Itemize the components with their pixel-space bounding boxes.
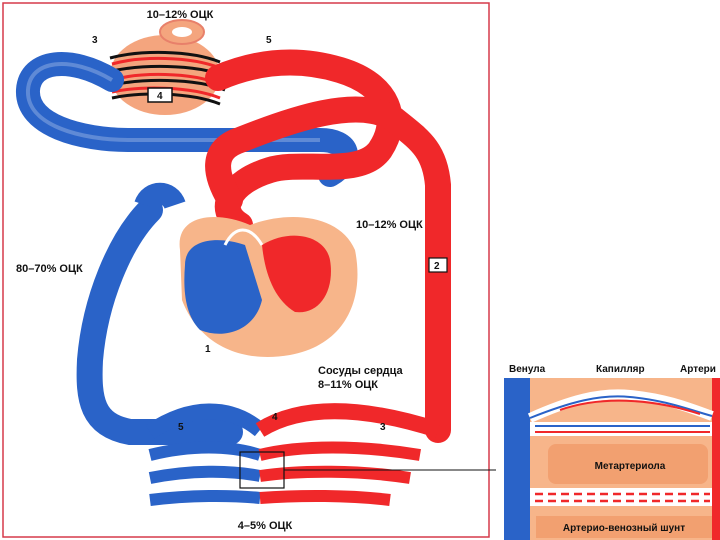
inset-capillary-label: Капилляр bbox=[596, 364, 645, 375]
left-percent-label: 80–70% ОЦК bbox=[16, 263, 83, 275]
bottom-percent-label: 4–5% ОЦК bbox=[238, 520, 293, 532]
top-percent-label: 10–12% ОЦК bbox=[147, 9, 214, 21]
num-3-top: 3 bbox=[92, 35, 98, 46]
vena-cava-top bbox=[145, 194, 175, 205]
arterial-capillary bbox=[260, 411, 438, 430]
microcirculation-inset: Венула Капилляр Артери Метартериола Арте… bbox=[496, 354, 720, 540]
venous-capillary bbox=[150, 448, 260, 456]
arterial-capillary bbox=[260, 472, 410, 478]
num-5-top: 5 bbox=[266, 35, 272, 46]
inset-artery-label: Артери bbox=[680, 364, 716, 375]
heart-vessels-label: Сосуды сердца bbox=[318, 365, 403, 377]
arterial-capillary bbox=[260, 496, 390, 500]
num-2: 2 bbox=[434, 261, 440, 272]
inset-metarteriole-label: Метартериола bbox=[595, 461, 666, 472]
inset-venule-label: Венула bbox=[509, 364, 546, 375]
through-channel bbox=[530, 422, 712, 436]
num-3-bottom: 3 bbox=[380, 422, 386, 433]
heart-vessels-percent: 8–11% ОЦК bbox=[318, 379, 378, 391]
inset-shunt-label: Артерио-венозный шунт bbox=[563, 523, 685, 534]
shunt-channel bbox=[530, 488, 712, 506]
num-4-bottom: 4 bbox=[272, 412, 278, 423]
trachea-lumen bbox=[172, 27, 192, 37]
lungs bbox=[108, 20, 225, 115]
venule-vessel bbox=[504, 378, 530, 540]
venous-capillary bbox=[150, 496, 260, 500]
num-1: 1 bbox=[205, 344, 211, 355]
arteriole-vessel bbox=[712, 378, 720, 540]
heart bbox=[180, 217, 358, 357]
venous-capillary bbox=[150, 472, 260, 478]
right-percent-label: 10–12% ОЦК bbox=[356, 219, 423, 231]
num-5-bottom: 5 bbox=[178, 422, 184, 433]
num-4-top: 4 bbox=[157, 91, 163, 102]
